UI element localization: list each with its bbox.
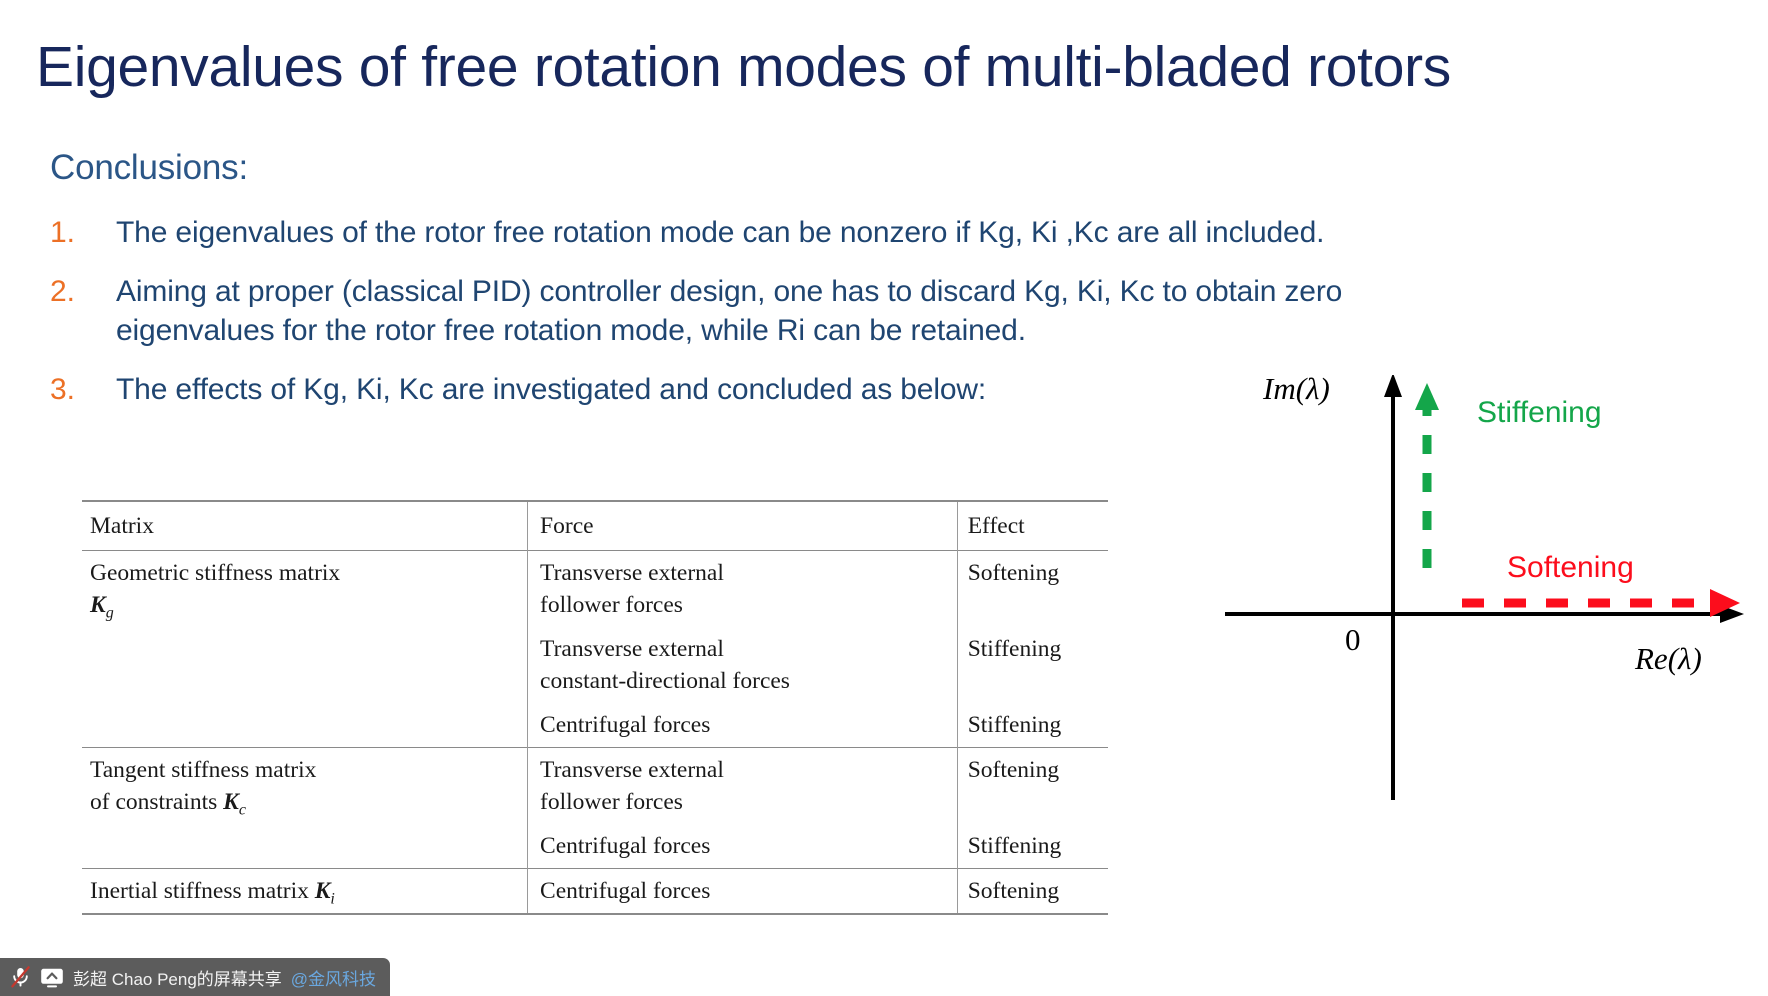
matrix-symbol: Kg (90, 592, 114, 622)
table-row: Tangent stiffness matrix of constraints … (82, 747, 1108, 869)
table-cell-effect: Softening (956, 868, 1108, 914)
effects-table: Matrix Force Effect Geometric stiffness … (82, 500, 1108, 915)
imaginary-axis-label: Im(λ) (1262, 375, 1330, 406)
list-item-number: 2. (50, 274, 76, 308)
microphone-muted-icon[interactable] (10, 966, 31, 988)
real-axis-label: Re(λ) (1634, 641, 1702, 676)
list-item-line: eigenvalues for the rotor free rotation … (116, 314, 1026, 348)
list-item-body: The effects of Kg, Ki, Kc are investigat… (116, 370, 986, 410)
organization-label: @金风科技 (290, 969, 377, 989)
conclusions-heading: Conclusions: (50, 148, 248, 187)
presenter-label: 彭超 Chao Peng的屏幕共享 (73, 969, 282, 989)
table-cell-force: Transverse external follower forces Tran… (527, 550, 958, 748)
softening-label: Softening (1507, 551, 1634, 584)
stiffening-label: Stiffening (1477, 396, 1602, 429)
softening-arrow (1462, 589, 1740, 617)
conclusions-list: 1. The eigenvalues of the rotor free rot… (50, 213, 1470, 428)
table-cell-matrix: Inertial stiffness matrix Ki (82, 869, 528, 915)
page-title: Eigenvalues of free rotation modes of mu… (36, 35, 1451, 99)
screen-share-bar[interactable]: 彭超 Chao Peng的屏幕共享 @金风科技 (0, 958, 391, 996)
list-item: 3. The effects of Kg, Ki, Kc are investi… (50, 370, 1470, 410)
table-row: Geometric stiffness matrix Kg Transverse… (82, 550, 1108, 748)
list-item-number: 1. (50, 216, 76, 249)
table-cell-force: Transverse external follower forces Cent… (527, 747, 958, 869)
complex-plane-diagram: Im(λ) Re(λ) 0 Stiffening Softening (1225, 375, 1755, 800)
list-item: 2. Aiming at proper (classical PID) cont… (50, 272, 1470, 351)
screen-share-icon[interactable] (40, 967, 64, 988)
table-header-matrix: Matrix (90, 513, 154, 539)
table-header-effect: Effect (956, 501, 1108, 551)
origin-label: 0 (1345, 622, 1361, 657)
table-cell-effect: Softening Stiffening (956, 747, 1108, 869)
list-item-line: The effects of Kg, Ki, Kc are investigat… (116, 372, 987, 406)
imaginary-axis (1384, 375, 1402, 800)
list-item-line: The eigenvalues of the rotor free rotati… (116, 216, 1325, 249)
list-item-body: Aiming at proper (classical PID) control… (116, 272, 1342, 351)
table-cell-matrix: Tangent stiffness matrix of constraints … (82, 748, 528, 869)
matrix-symbol: of constraints Kc (90, 789, 246, 819)
list-item-body: The eigenvalues of the rotor free rotati… (116, 213, 1324, 253)
list-item-number: 3. (50, 372, 76, 406)
matrix-symbol: Inertial stiffness matrix Ki (90, 878, 335, 908)
table-cell-force: Centrifugal forces (527, 868, 958, 914)
stiffening-arrow (1415, 383, 1439, 568)
table-header-force: Force (527, 501, 958, 551)
table-header-row: Matrix Force Effect (82, 501, 1108, 551)
table-row: Inertial stiffness matrix Ki Centrifugal… (82, 868, 1108, 915)
list-item: 1. The eigenvalues of the rotor free rot… (50, 213, 1470, 253)
list-item-line: Aiming at proper (classical PID) control… (116, 274, 1343, 308)
table-cell-matrix: Geometric stiffness matrix Kg (82, 551, 528, 748)
real-axis (1225, 605, 1744, 623)
table-cell-effect: Softening Stiffening Stiffening (956, 550, 1108, 748)
